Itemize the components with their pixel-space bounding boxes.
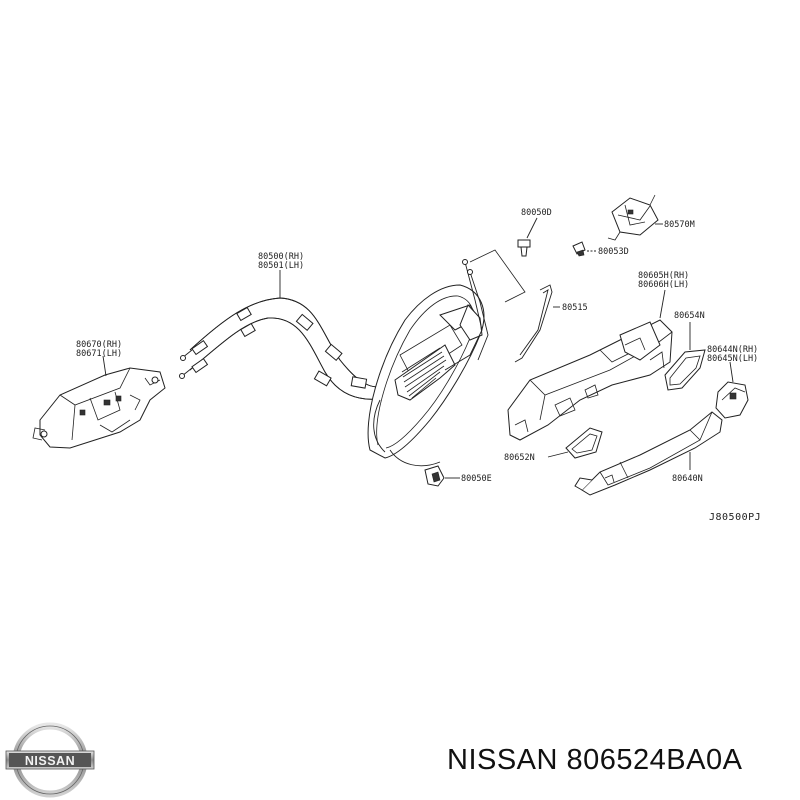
gasket-80654n	[664, 349, 706, 391]
clip-80050e	[424, 465, 445, 487]
label-80671: 80671(LH)	[76, 349, 122, 359]
screw-80053d	[572, 241, 586, 257]
label-80606h: 80606H(LH)	[638, 280, 689, 290]
outside-handle-bracket	[507, 319, 673, 441]
label-80500: 80500(RH)	[258, 252, 304, 262]
outside-door-handle	[574, 411, 723, 496]
gasket-80652n	[565, 427, 603, 459]
door-lock-actuator	[32, 367, 166, 449]
nissan-logo: NISSAN	[5, 722, 95, 798]
label-80645n: 80645N(LH)	[707, 354, 758, 364]
bracket-grille	[401, 347, 447, 399]
page-title: NISSAN 806524BA0A	[447, 744, 743, 776]
escutcheon-80644n	[715, 381, 749, 419]
label-80654n: 80654N	[674, 311, 705, 321]
door-lock-cables	[179, 297, 401, 400]
diagram-code: J80500PJ	[709, 512, 761, 523]
label-80515: 80515	[562, 303, 588, 313]
label-80644n: 80644N(RH)	[707, 345, 758, 355]
handle-frame-bracket	[367, 249, 526, 467]
label-80050d: 80050D	[521, 208, 552, 218]
screw-80050d	[517, 239, 531, 257]
label-80501: 80501(LH)	[258, 261, 304, 271]
label-80640n: 80640N	[672, 474, 703, 484]
label-80652n: 80652N	[504, 453, 535, 463]
label-80670: 80670(RH)	[76, 340, 122, 350]
label-80053d: 80053D	[598, 247, 629, 257]
label-80050e: 80050E	[461, 474, 492, 484]
handle-rod-80515	[514, 284, 553, 363]
label-80570m: 80570M	[664, 220, 695, 230]
label-80605h: 80605H(RH)	[638, 271, 689, 281]
logo-text: NISSAN	[25, 754, 75, 768]
lock-cylinder-bracket	[607, 194, 659, 241]
